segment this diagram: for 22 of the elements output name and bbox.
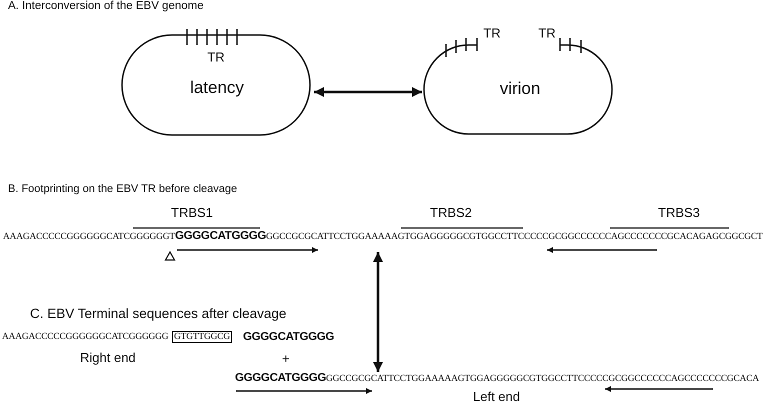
circular-genome: [122, 30, 310, 135]
section-heading: B. Footprinting on the EBV TR before cleavage: [8, 183, 238, 195]
dna-sequence: GTGTTGGCG: [172, 331, 232, 343]
section-heading: A. Interconversion of the EBV genome: [8, 0, 204, 12]
dna-sequence: AAAGACCCCCGGGGGGCATCGGGGGG: [2, 332, 168, 342]
binding-site-label: TRBS3: [658, 205, 700, 220]
plus-sign: +: [282, 351, 290, 366]
dna-sequence: GGGGCATGGGGGGCCGCGCATTCCTGGAAAAAGTGGAGGGGGCGTGGCCTTCCCCCGCGGCCCCCCAGCCCCCCCGCACA: [235, 372, 759, 385]
double-arrow: [314, 87, 422, 97]
end-label: Left end: [473, 389, 520, 404]
section-heading: C. EBV Terminal sequences after cleavage: [30, 306, 286, 321]
tr-label: TR: [207, 50, 225, 64]
end-label: Right end: [80, 350, 136, 365]
genome-label: latency: [190, 78, 244, 98]
genome-label: virion: [500, 79, 540, 99]
tr-label: TR: [538, 26, 556, 40]
tr-label: TR: [483, 26, 501, 40]
binding-site-label: TRBS1: [171, 205, 213, 220]
dna-sequence: GGGGCATGGGG: [243, 331, 334, 343]
binding-site-label: TRBS2: [430, 205, 472, 220]
dna-sequence: AAAGACCCCCGGGGGGCATCGGGGGGTGGGGCATGGGGGGCCGCGCATTCCTGGAAAAAGTGGAGGGGGCGTGGCCTTCCCCCGCGGCCCCCCAGCCCCCCCGCACAGAGCGGCGCT: [3, 230, 763, 243]
double-arrow: [373, 252, 383, 372]
